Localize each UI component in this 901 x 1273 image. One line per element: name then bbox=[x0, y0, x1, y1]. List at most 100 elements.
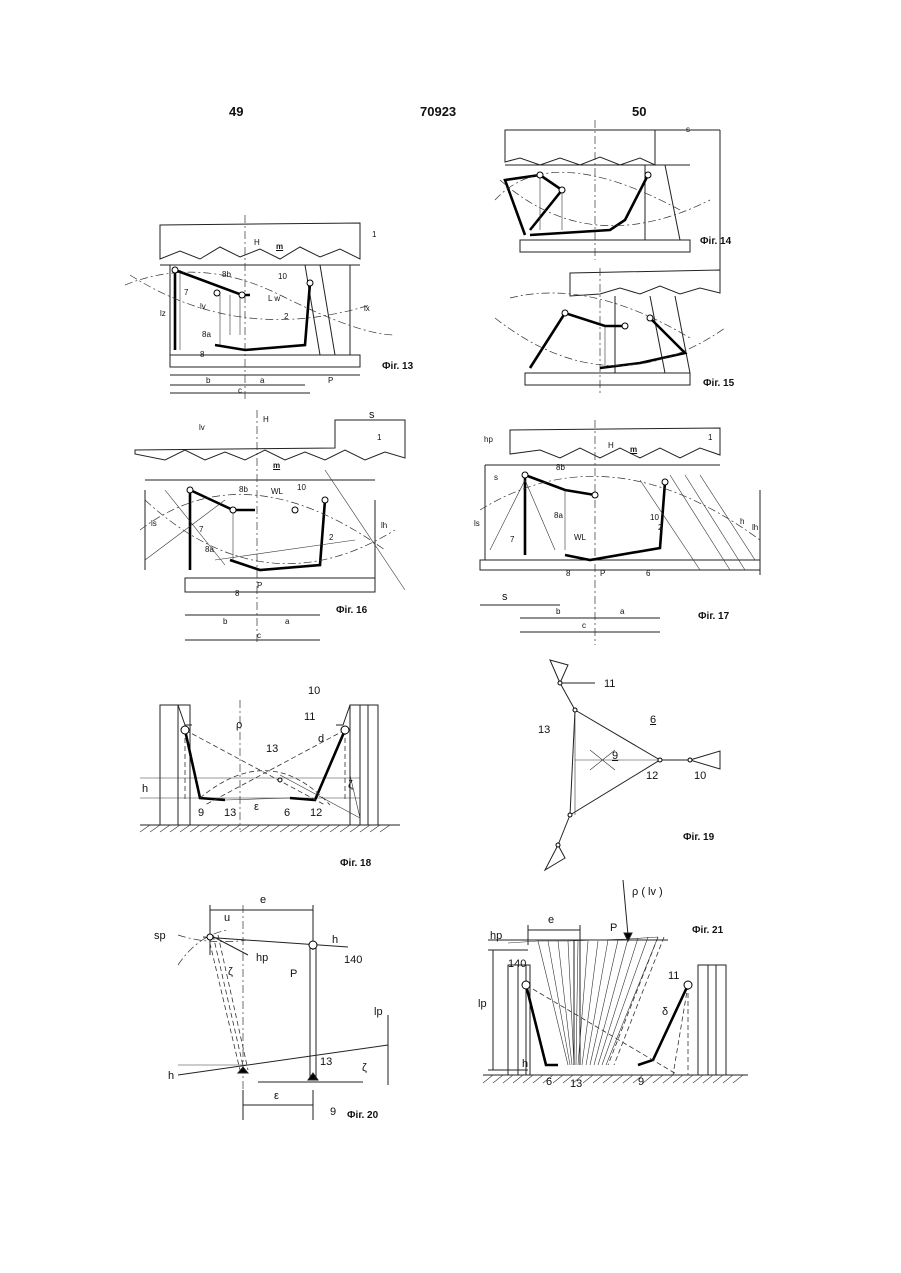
fig16-label-8a: 8a bbox=[205, 546, 214, 554]
fig20-label-eps: ε bbox=[274, 1091, 279, 1102]
fig13-label-8b: 8b bbox=[222, 271, 231, 279]
fig16-label-8: 8 bbox=[235, 590, 239, 598]
fig19-label-9: 9 bbox=[612, 751, 618, 762]
fig18-label-9: 9 bbox=[198, 808, 204, 819]
fig17-label-a: a bbox=[620, 608, 624, 616]
fig18-label-10: 10 bbox=[308, 686, 320, 697]
fig17-label-lh: lh bbox=[752, 524, 758, 532]
figure-18: 10 11 ρ d 13 h ζ 9 13 ε 6 12 bbox=[130, 680, 410, 850]
fig13-label-b: b bbox=[206, 377, 210, 385]
fig21-label-lp: lp bbox=[478, 999, 487, 1010]
fig20-label-sp: sp bbox=[154, 931, 166, 942]
fig19-label-12: 12 bbox=[646, 771, 658, 782]
fig20-label-e: e bbox=[260, 895, 266, 906]
fig21-label-hp: hp bbox=[490, 931, 502, 942]
fig21-label-11: 11 bbox=[668, 971, 679, 982]
figure-15-drawing bbox=[490, 268, 730, 393]
fig16-label-1: 1 bbox=[377, 434, 381, 442]
fig16-label-2: 2 bbox=[329, 534, 333, 542]
fig20-label-h2: h bbox=[168, 1071, 174, 1082]
fig17-label-2: 2 bbox=[658, 524, 662, 532]
fig14-caption: Фіг. 14 bbox=[700, 236, 731, 247]
fig17-label-6: 6 bbox=[646, 570, 650, 578]
fig13-caption: Фіг. 13 bbox=[382, 361, 413, 372]
fig13-label-1: 1 bbox=[372, 231, 376, 239]
fig13-label-a: a bbox=[260, 377, 264, 385]
fig13-label-7: 7 bbox=[184, 289, 188, 297]
fig20-label-zeta: ζ bbox=[228, 967, 233, 978]
fig17-label-m: m bbox=[630, 446, 637, 454]
fig17-label-h: h bbox=[740, 518, 744, 526]
fig17-label-7: 7 bbox=[510, 536, 514, 544]
fig14-label-s: s bbox=[686, 126, 690, 134]
fig13-label-10: 10 bbox=[278, 273, 287, 281]
fig16-label-lv: lv bbox=[199, 424, 205, 432]
fig17-label-8a: 8a bbox=[554, 512, 563, 520]
fig20-label-lp: lp bbox=[374, 1007, 383, 1018]
fig18-label-eps: ε bbox=[254, 802, 259, 813]
fig21-label-9: 9 bbox=[638, 1077, 644, 1088]
fig16-label-ls: ls bbox=[151, 520, 157, 528]
figure-14: s bbox=[490, 120, 730, 260]
fig20-caption: Фіг. 20 bbox=[347, 1110, 378, 1121]
fig17-label-b: b bbox=[556, 608, 560, 616]
figure-20: e u sp h hp ζ P 140 lp h 13 ζ ε 9 bbox=[148, 895, 398, 1130]
fig18-label-h: h bbox=[142, 784, 148, 795]
fig16-label-c: c bbox=[257, 632, 261, 640]
fig17-label-8b: 8b bbox=[556, 464, 565, 472]
fig16-label-s: s bbox=[369, 410, 375, 421]
fig17-label-ls: ls bbox=[474, 520, 480, 528]
figure-21: ρ ( lv ) e P hp 140 lp 11 δ h 6 13 9 bbox=[478, 875, 758, 1125]
fig21-caption: Фіг. 21 bbox=[692, 925, 723, 936]
fig15-caption: Фіг. 15 bbox=[703, 378, 734, 389]
fig13-label-lv: lv bbox=[200, 303, 206, 311]
fig20-label-13: 13 bbox=[320, 1057, 332, 1068]
fig13-label-m: m bbox=[276, 243, 283, 251]
fig17-label-10: 10 bbox=[650, 514, 659, 522]
fig20-label-P: P bbox=[290, 969, 297, 980]
fig18-label-13b: 13 bbox=[224, 808, 236, 819]
fig13-label-8: 8 bbox=[200, 351, 204, 359]
fig18-label-d: d bbox=[318, 734, 324, 745]
fig16-label-a: a bbox=[285, 618, 289, 626]
fig21-label-h: h bbox=[522, 1059, 528, 1070]
fig17-label-H: H bbox=[608, 442, 614, 450]
figure-15 bbox=[490, 268, 730, 393]
fig16-label-8b: 8b bbox=[239, 486, 248, 494]
fig13-label-Lw: L w bbox=[268, 295, 280, 303]
fig17-label-WL: WL bbox=[574, 534, 586, 542]
fig16-label-m: m bbox=[273, 462, 280, 470]
fig13-label-lz: lz bbox=[160, 310, 166, 318]
fig21-label-e: e bbox=[548, 915, 554, 926]
figure-18-drawing bbox=[130, 680, 410, 850]
figure-16-drawing bbox=[125, 410, 415, 650]
fig21-label-13: 13 bbox=[570, 1079, 582, 1090]
fig18-label-zeta: ζ bbox=[348, 780, 353, 791]
fig19-label-13: 13 bbox=[538, 725, 550, 736]
fig21-label-140: 140 bbox=[508, 959, 526, 970]
fig16-caption: Фіг. 16 bbox=[336, 605, 367, 616]
fig20-label-zeta2: ζ bbox=[362, 1063, 367, 1074]
fig13-label-P: P bbox=[328, 377, 333, 385]
fig19-caption: Фіг. 19 bbox=[683, 832, 714, 843]
fig13-label-lx: lx bbox=[364, 305, 370, 313]
fig20-label-h: h bbox=[332, 935, 338, 946]
fig17-caption: Фіг. 17 bbox=[698, 611, 729, 622]
fig21-label-P: P bbox=[610, 923, 617, 934]
fig21-label-6: 6 bbox=[546, 1077, 552, 1088]
fig18-label-11: 11 bbox=[304, 712, 315, 723]
fig16-label-7: 7 bbox=[199, 526, 203, 534]
fig20-label-140: 140 bbox=[344, 955, 362, 966]
fig17-label-s: s bbox=[494, 474, 498, 482]
figure-20-drawing bbox=[148, 895, 398, 1130]
fig16-label-H: H bbox=[263, 416, 269, 424]
fig13-label-2: 2 bbox=[284, 313, 288, 321]
fig18-label-12: 12 bbox=[310, 808, 322, 819]
figure-21-drawing bbox=[478, 875, 758, 1125]
fig16-label-10: 10 bbox=[297, 484, 306, 492]
fig21-label-delta: δ bbox=[662, 1007, 668, 1018]
figure-16: lv H s 1 m WL 8b 10 ls 7 lh 8a 2 P 8 b a… bbox=[125, 410, 415, 650]
fig18-caption: Фіг. 18 bbox=[340, 858, 371, 869]
fig19-label-10: 10 bbox=[694, 771, 706, 782]
fig20-label-hp: hp bbox=[256, 953, 268, 964]
